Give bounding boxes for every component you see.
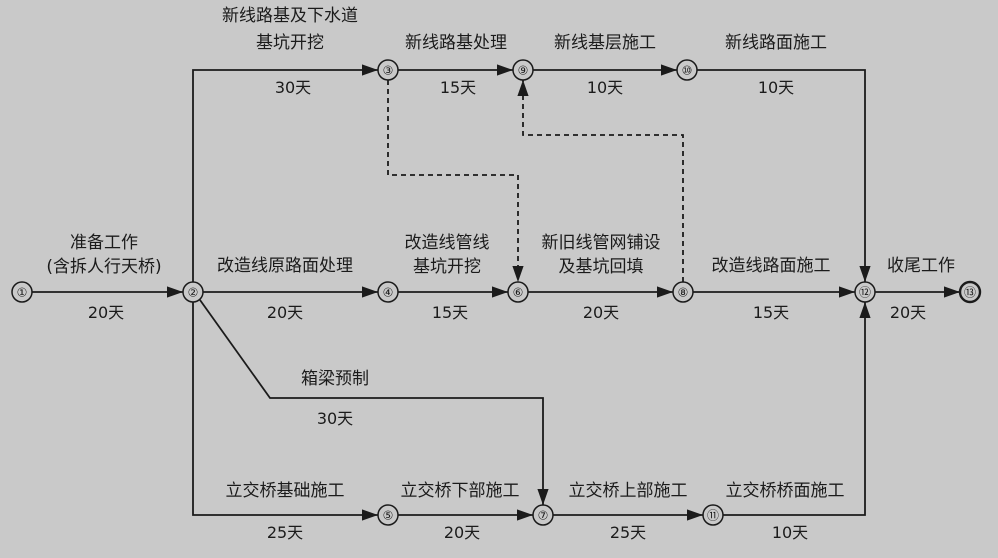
activity-duration-a12: 25天 [267,523,303,542]
activity-duration-a2: 30天 [275,78,311,97]
node-8-label: ⑧ [678,286,689,300]
activity-name-a7: 改造线管线 [405,233,490,253]
node-4 [377,281,399,303]
activity-duration-a15: 10天 [772,523,808,542]
activity-duration-a5: 10天 [758,78,794,97]
activity-arrow-a5 [697,69,871,282]
node-10-label: ⑩ [682,64,693,78]
activity-duration-a11: 30天 [317,409,353,428]
node-5-label: ⑤ [383,509,394,523]
node-3-label: ③ [383,64,394,78]
node-13-label: ⑬ [964,286,976,300]
activity-name-a11: 箱梁预制 [301,369,369,389]
node-2 [182,281,204,303]
node-10 [676,59,698,81]
activity-duration-a8: 20天 [583,303,619,322]
node-6 [507,281,529,303]
dummy-8-9-arrow [517,80,684,282]
activity-duration-a10: 20天 [890,303,926,322]
node-12 [854,281,876,303]
node-1-label: ① [17,286,28,300]
activity-name-a7: 基坑开挖 [413,257,481,277]
node-3 [377,59,399,81]
activity-arrow-a11 [199,299,549,505]
activity-name-a4: 新线基层施工 [554,33,656,53]
activity-duration-a13: 20天 [444,523,480,542]
activity-duration-a4: 10天 [587,78,623,97]
dummy-3-6-arrow [387,80,524,282]
activity-duration-a7: 15天 [432,303,468,322]
node-11-label: ⑪ [707,509,719,523]
activity-name-a1: (含拆人行天桥) [46,257,161,277]
node-4-label: ④ [383,286,394,300]
activity-name-a13: 立交桥下部施工 [401,481,520,501]
activity-name-a6: 改造线原路面处理 [217,256,353,276]
activity-name-a12: 立交桥基础施工 [226,481,345,501]
activity-duration-a6: 20天 [267,303,303,322]
activity-name-a2: 基坑开挖 [256,33,324,53]
node-8 [672,281,694,303]
activity-name-a15: 立交桥桥面施工 [726,481,845,501]
node-7-label: ⑦ [538,509,549,523]
activity-name-a8: 新旧线管网铺设 [542,233,661,253]
activity-arrow-a12 [192,302,378,521]
activity-name-a10: 收尾工作 [887,256,955,276]
activity-name-a5: 新线路面施工 [725,33,827,53]
node-12-label: ⑫ [859,286,871,300]
node-5 [377,504,399,526]
activity-name-a9: 改造线路面施工 [712,256,831,276]
node-2-label: ② [188,286,199,300]
activity-duration-a1: 20天 [88,303,124,322]
node-11 [702,504,724,526]
node-7 [532,504,554,526]
activity-name-a3: 新线路基处理 [405,33,507,53]
node-9-label: ⑨ [518,64,529,78]
node-9 [512,59,534,81]
activity-duration-a14: 25天 [610,523,646,542]
node-13 [958,280,982,304]
activity-name-a1: 准备工作 [70,233,138,253]
activity-duration-a9: 15天 [753,303,789,322]
activity-name-a2: 新线路基及下水道 [222,6,358,26]
activity-name-a14: 立交桥上部施工 [569,481,688,501]
node-1 [11,281,33,303]
node-6-label: ⑥ [513,286,524,300]
activity-duration-a3: 15天 [440,78,476,97]
activity-arrow-a15 [723,302,871,516]
activity-name-a8: 及基坑回填 [559,257,644,277]
activity-arrow-a2 [192,64,378,282]
